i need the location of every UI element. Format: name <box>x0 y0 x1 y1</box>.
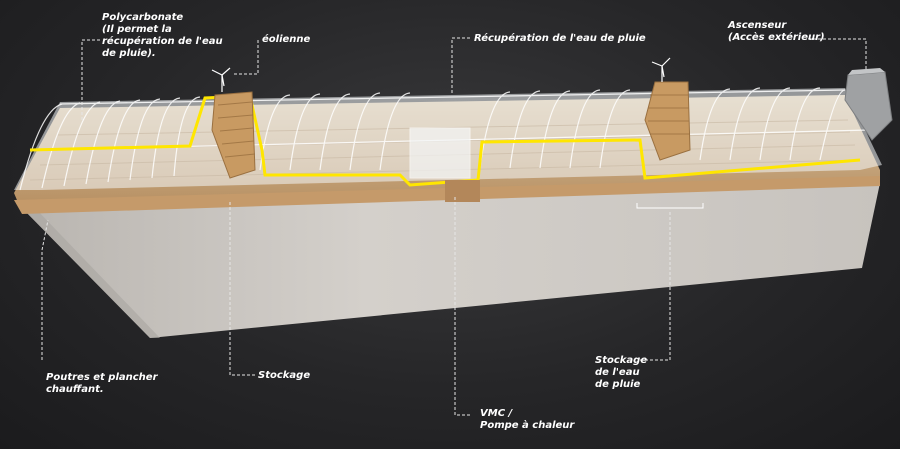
label-vmc: VMC / Pompe à chaleur <box>480 408 575 431</box>
label-eolienne: éolienne <box>262 34 311 45</box>
label-stockage: Stockage <box>258 370 311 381</box>
wind-turbine-left <box>211 67 231 92</box>
storage-tower-left <box>211 91 256 179</box>
rainwater-gutter <box>29 94 861 187</box>
label-poutres: Poutres et plancher chauffant. <box>46 372 158 395</box>
leader-lines <box>41 37 867 416</box>
water-storage-bracket <box>636 203 704 209</box>
vmc-wood-column <box>445 180 480 202</box>
label-ascenseur: Ascenseur (Accès extérieur) <box>728 20 825 43</box>
vmc-glass-box <box>409 127 471 179</box>
wind-turbine-right <box>651 57 671 82</box>
label-recuperation: Récupération de l'eau de pluie <box>474 33 646 44</box>
building-wall-shadow <box>22 208 160 338</box>
label-stockage-eau: Stockage de l'eau de pluie <box>595 355 648 390</box>
label-polycarbonate: Polycarbonate (Il permet la récupération… <box>102 12 223 59</box>
building-wall <box>22 183 880 338</box>
